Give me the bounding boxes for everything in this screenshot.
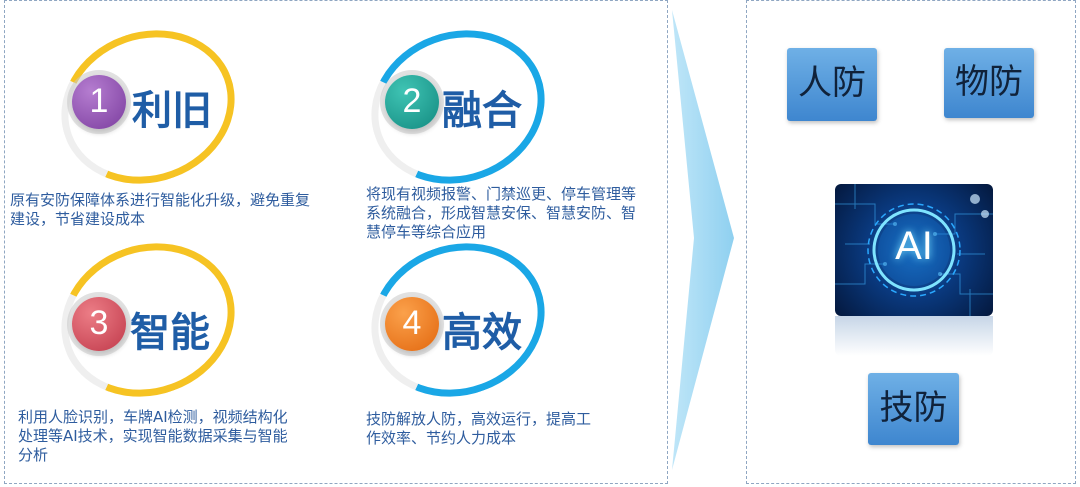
left-panel: [4, 0, 668, 484]
circuit-icon: [835, 184, 993, 316]
desc-item-3: 利用人脸识别，车牌AI检测，视频结构化 处理等AI技术，实现智能数据采集与智能 …: [18, 408, 348, 465]
badge-item-1: 1: [72, 75, 126, 129]
chevron-arrow-icon: [672, 10, 734, 470]
title-item-1: 利旧: [132, 88, 212, 134]
desc-item-2: 将现有视频报警、门禁巡更、停车管理等 系统融合，形成智慧安保、智慧安防、智 慧停…: [366, 185, 666, 242]
ai-chip-image: AI: [835, 184, 993, 316]
title-item-4: 高效: [442, 310, 522, 356]
desc-item-4-line-1: 技防解放人防，高效运行，提高工: [366, 410, 592, 428]
desc-item-4: 技防解放人防，高效运行，提高工 作效率、节约人力成本: [366, 410, 666, 448]
tag-jifang: 技防: [868, 373, 959, 445]
desc-item-1: 原有安防保障体系进行智能化升级，避免重复 建设，节省建设成本: [10, 191, 350, 229]
ai-chip-reflection: [835, 316, 993, 356]
desc-item-2-line-2: 系统融合，形成智慧安保、智慧安防、智: [366, 204, 637, 222]
desc-item-4-line-2: 作效率、节约人力成本: [366, 429, 517, 447]
title-item-3: 智能: [130, 310, 210, 356]
desc-item-2-line-3: 慧停车等综合应用: [366, 223, 487, 241]
desc-item-2-line-1: 将现有视频报警、门禁巡更、停车管理等: [366, 185, 637, 203]
desc-item-3-line-3: 分析: [18, 446, 49, 464]
badge-item-3: 3: [72, 297, 126, 351]
badge-item-2: 2: [385, 75, 439, 129]
desc-item-1-line-2: 建设，节省建设成本: [10, 210, 146, 228]
desc-item-3-line-2: 处理等AI技术，实现智能数据采集与智能: [18, 427, 288, 445]
title-item-2: 融合: [442, 88, 522, 134]
right-panel: [746, 0, 1076, 484]
desc-item-1-line-1: 原有安防保障体系进行智能化升级，避免重复: [10, 191, 311, 209]
desc-item-3-line-1: 利用人脸识别，车牌AI检测，视频结构化: [18, 408, 288, 426]
tag-wufang: 物防: [944, 48, 1034, 118]
badge-item-4: 4: [385, 297, 439, 351]
tag-renfang: 人防: [787, 48, 877, 121]
ai-label: AI: [895, 224, 933, 268]
